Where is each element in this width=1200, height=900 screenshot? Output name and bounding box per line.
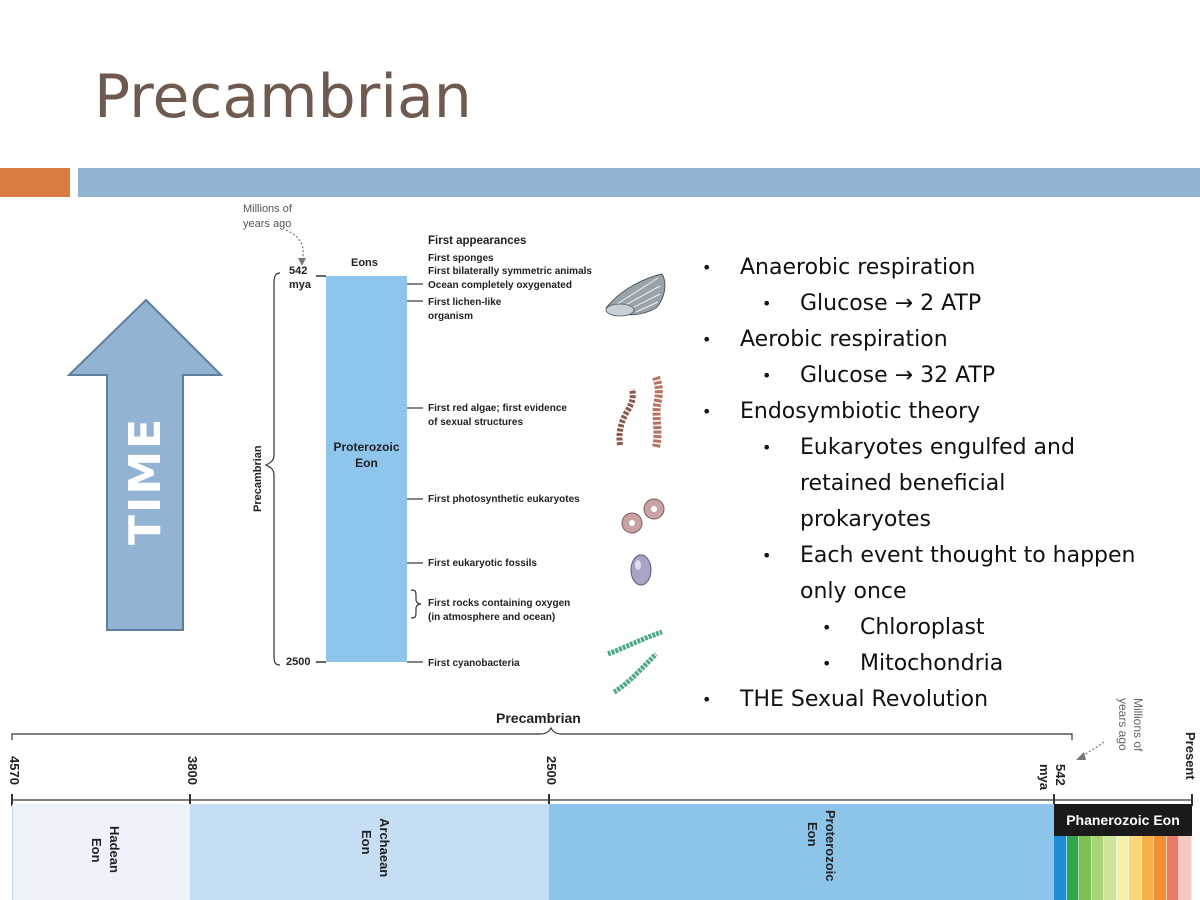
fig-event: of sexual structures (428, 416, 523, 429)
bullet-continuation: retained beneficial (800, 466, 1005, 502)
eon-label-line1: Archaean (377, 818, 392, 877)
timeline-tick-label: 2500 (544, 756, 559, 785)
fig-left-brace (260, 265, 335, 675)
fig-event: First lichen-like (428, 296, 501, 309)
period-strip (1167, 836, 1180, 900)
bullet-item: •Aerobic respiration (740, 322, 948, 358)
timeline-label: Precambrian (496, 710, 581, 726)
period-strip (1142, 836, 1155, 900)
eon-label-line2: Eon (89, 838, 104, 863)
fig-event: First cyanobacteria (428, 657, 520, 670)
bullet-item: •Chloroplast (860, 610, 985, 646)
timeline-tick-label: 542 (1053, 764, 1068, 786)
fig-event: First eukaryotic fossils (428, 557, 537, 570)
eon-label-line1: Hadean (107, 826, 122, 873)
timeline-units-line1: Millions of (1131, 698, 1145, 751)
eon-label-line2: Eon (359, 830, 374, 855)
red-algae-icon (610, 375, 670, 450)
fig-event: First red algae; first evidence (428, 402, 567, 415)
bullet-item: •Glucose → 2 ATP (800, 286, 981, 322)
timeline-units-arrow-icon (1070, 738, 1110, 768)
period-strip (1104, 836, 1117, 900)
fig-units-line1: Millions of (243, 203, 292, 216)
fig-side-label: Precambrian (252, 445, 265, 512)
bullet-item: •Mitochondria (860, 646, 1003, 682)
timeline-axis (0, 726, 1200, 806)
eon-band-proterozoic (549, 804, 1054, 900)
fig-event: First rocks containing oxygen (428, 597, 570, 610)
bullet-continuation: only once (800, 574, 907, 610)
phanerozoic-label: Phanerozoic Eon (1054, 812, 1192, 828)
period-strip (1179, 836, 1192, 900)
fig-eons-header: Eons (351, 257, 378, 270)
timeline-present-label: Present (1183, 732, 1198, 780)
fig-event: (in atmosphere and ocean) (428, 611, 555, 624)
fig-event: organism (428, 310, 473, 323)
bullet-item: •Endosymbiotic theory (740, 394, 980, 430)
sponge-fossil-icon (600, 268, 672, 324)
fig-first-appearances-header: First appearances (428, 235, 526, 248)
fig-event: First bilaterally symmetric animals (428, 265, 592, 278)
fig-event: First photosynthetic eukaryotes (428, 493, 580, 506)
period-strip (1054, 836, 1067, 900)
eon-label-line1: Proterozoic (823, 810, 838, 882)
period-strip (1092, 836, 1105, 900)
fig-event-ticks (405, 270, 430, 670)
timeline-units-line2: years ago (1116, 698, 1130, 751)
phanerozoic-periods (1054, 836, 1192, 900)
period-strip (1117, 836, 1130, 900)
bullet-item: •Glucose → 32 ATP (800, 358, 995, 394)
fig-units-arrow-icon (270, 228, 330, 268)
bullet-item: •Eukaryotes engulfed and (800, 430, 1075, 466)
photosynthetic-eukaryote-icon (620, 497, 670, 537)
bullet-item: •Each event thought to happen (800, 538, 1135, 574)
fig-event: Ocean completely oxygenated (428, 279, 572, 292)
time-label: TIME (126, 345, 166, 545)
fig-event: First sponges (428, 252, 494, 265)
period-strip (1154, 836, 1167, 900)
timeline-tick-unit: mya (1037, 764, 1052, 790)
eukaryotic-fossil-icon (628, 553, 654, 587)
slide-title: Precambrian (94, 62, 472, 132)
bullet-continuation: prokaryotes (800, 502, 931, 538)
bullet-item: •Anaerobic respiration (740, 250, 976, 286)
period-strip (1129, 836, 1142, 900)
fig-eon-name-line1: Proterozoic (326, 441, 407, 454)
cyanobacteria-icon (604, 626, 668, 696)
accent-bar-orange (0, 168, 70, 197)
fig-eon-name-line2: Eon (326, 457, 407, 470)
timeline-tick-label: 4570 (7, 756, 22, 785)
eon-label-line2: Eon (805, 822, 820, 847)
period-strip (1079, 836, 1092, 900)
bullet-item: •THE Sexual Revolution (740, 682, 988, 718)
timeline-tick-label: 3800 (185, 756, 200, 785)
accent-bar-blue (78, 168, 1200, 197)
period-strip (1067, 836, 1080, 900)
